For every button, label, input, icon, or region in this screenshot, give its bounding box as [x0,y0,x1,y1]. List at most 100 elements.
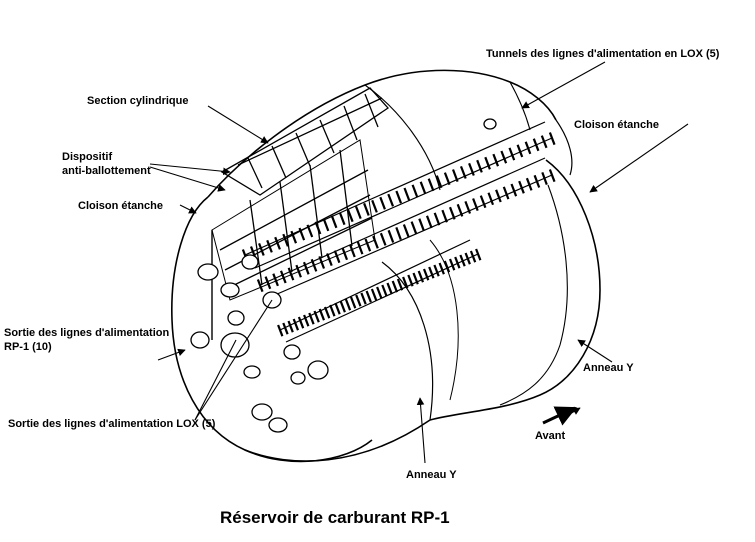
tunnel-rib [417,270,425,283]
label-avant: Avant [535,430,566,442]
label-sortie-lox: Sortie des lignes d'alimentation LOX (5) [8,418,216,430]
tunnel-rib [510,183,518,197]
tunnel-rib [298,227,306,241]
tunnel-rib [360,292,367,305]
tunnel-rib [349,244,356,258]
tunnel-rib [322,218,330,232]
label-sortie-rp1-line2: RP-1 (10) [4,341,52,353]
tunnel-rib [548,169,556,183]
tunnel-rib [277,324,284,337]
tunnel-rib [464,201,472,214]
tunnel-rib [282,322,289,335]
tunnel-rib [438,262,445,275]
leader-lines [149,61,689,464]
tunnel-rib [295,264,302,278]
tunnel-rib [427,178,435,192]
tunnel-rib [435,175,443,189]
tunnel-rib [279,270,287,284]
tunnel-rib [532,138,540,152]
tunnel-rib [403,187,411,201]
tunnel-rib [387,193,395,207]
tunnel-rib [318,256,326,269]
tunnel-rib [272,273,279,287]
tunnel-rib [338,212,346,226]
tunnel-rib [428,266,435,279]
tunnel-rib [365,290,372,303]
tunnel-rib [508,147,516,161]
label-cloison-etanche-right: Cloison étanche [574,119,659,131]
tunnel-rib [329,304,336,317]
tunnel-rib [302,261,310,275]
tunnel-rib [372,235,379,249]
label-dispositif-line2: anti-ballottement [62,165,151,177]
tank-body [171,69,601,463]
tunnel-rib [425,215,433,229]
tunnel-rib [516,144,524,158]
tunnel-rib [349,296,357,309]
tunnel-rib [264,276,272,290]
tunnel-rib [314,221,322,235]
tunnel-rib [339,300,346,313]
tunnel-rib [364,238,372,252]
tunnel-ribs [241,132,556,337]
tunnel-rib [459,254,466,267]
tunnel-rib [454,256,461,269]
tunnel-rib [419,181,427,195]
tunnel-rib [443,260,451,273]
tunnel-rib [274,236,281,250]
tunnel-rib [469,250,477,263]
tunnel-rib [525,177,533,191]
label-sortie-rp1-line1: Sortie des lignes d'alimentation [4,327,170,339]
tunnel-rib [330,215,338,229]
tunnel-rib [411,184,419,198]
tunnel-rib [323,306,331,319]
forward-arrow [542,406,577,426]
tunnel-rib [379,232,387,246]
tunnel-rib [402,276,409,289]
tunnel-rib [448,206,456,220]
tunnel-rib [407,274,414,287]
label-anneau-y-right: Anneau Y [583,362,634,374]
tunnel-rib [402,224,410,238]
tunnel-rib [334,302,341,315]
tunnel-rib [356,241,364,255]
tunnel-rib [313,310,320,323]
tunnel-rib [456,203,464,217]
tunnel-rib [472,198,479,211]
tunnel-rib [376,286,383,299]
tunnel-rib [341,247,349,261]
tunnel-rib [297,316,305,329]
label-dispositif-line1: Dispositif [62,151,113,163]
tunnel-rib [418,218,425,232]
tunnel-rib [500,150,508,164]
tunnel-rib [533,174,541,188]
outlet-holes [190,118,497,433]
tunnel-rib [326,253,333,266]
tunnel-rib [391,280,399,293]
tunnel-rib [396,278,404,291]
tunnel-rib [308,312,315,325]
label-cloison-etanche-left: Cloison étanche [78,200,163,212]
tunnel-rib [310,258,318,272]
tunnel-rib [287,320,294,333]
tunnel-rib [518,180,525,194]
tunnel-rib [371,199,378,213]
tunnel-rib [395,190,403,204]
tunnel-rib [303,314,310,327]
tunnel-rib [468,162,475,176]
lox-tunnels [244,121,553,343]
tunnel-rib [344,298,352,311]
tunnel-rib [287,267,295,281]
tunnel-rib [346,209,354,223]
tunnel-rib [290,230,298,244]
label-anneau-y-bottom: Anneau Y [406,469,457,481]
tunnel-rib [410,221,418,235]
tunnel-rib [484,156,491,170]
tunnel-rib [433,212,441,226]
tunnel-rib [318,308,326,321]
tunnel-rib [441,209,448,223]
tunnel-rib [502,186,510,200]
tunnel-rib [475,248,482,261]
